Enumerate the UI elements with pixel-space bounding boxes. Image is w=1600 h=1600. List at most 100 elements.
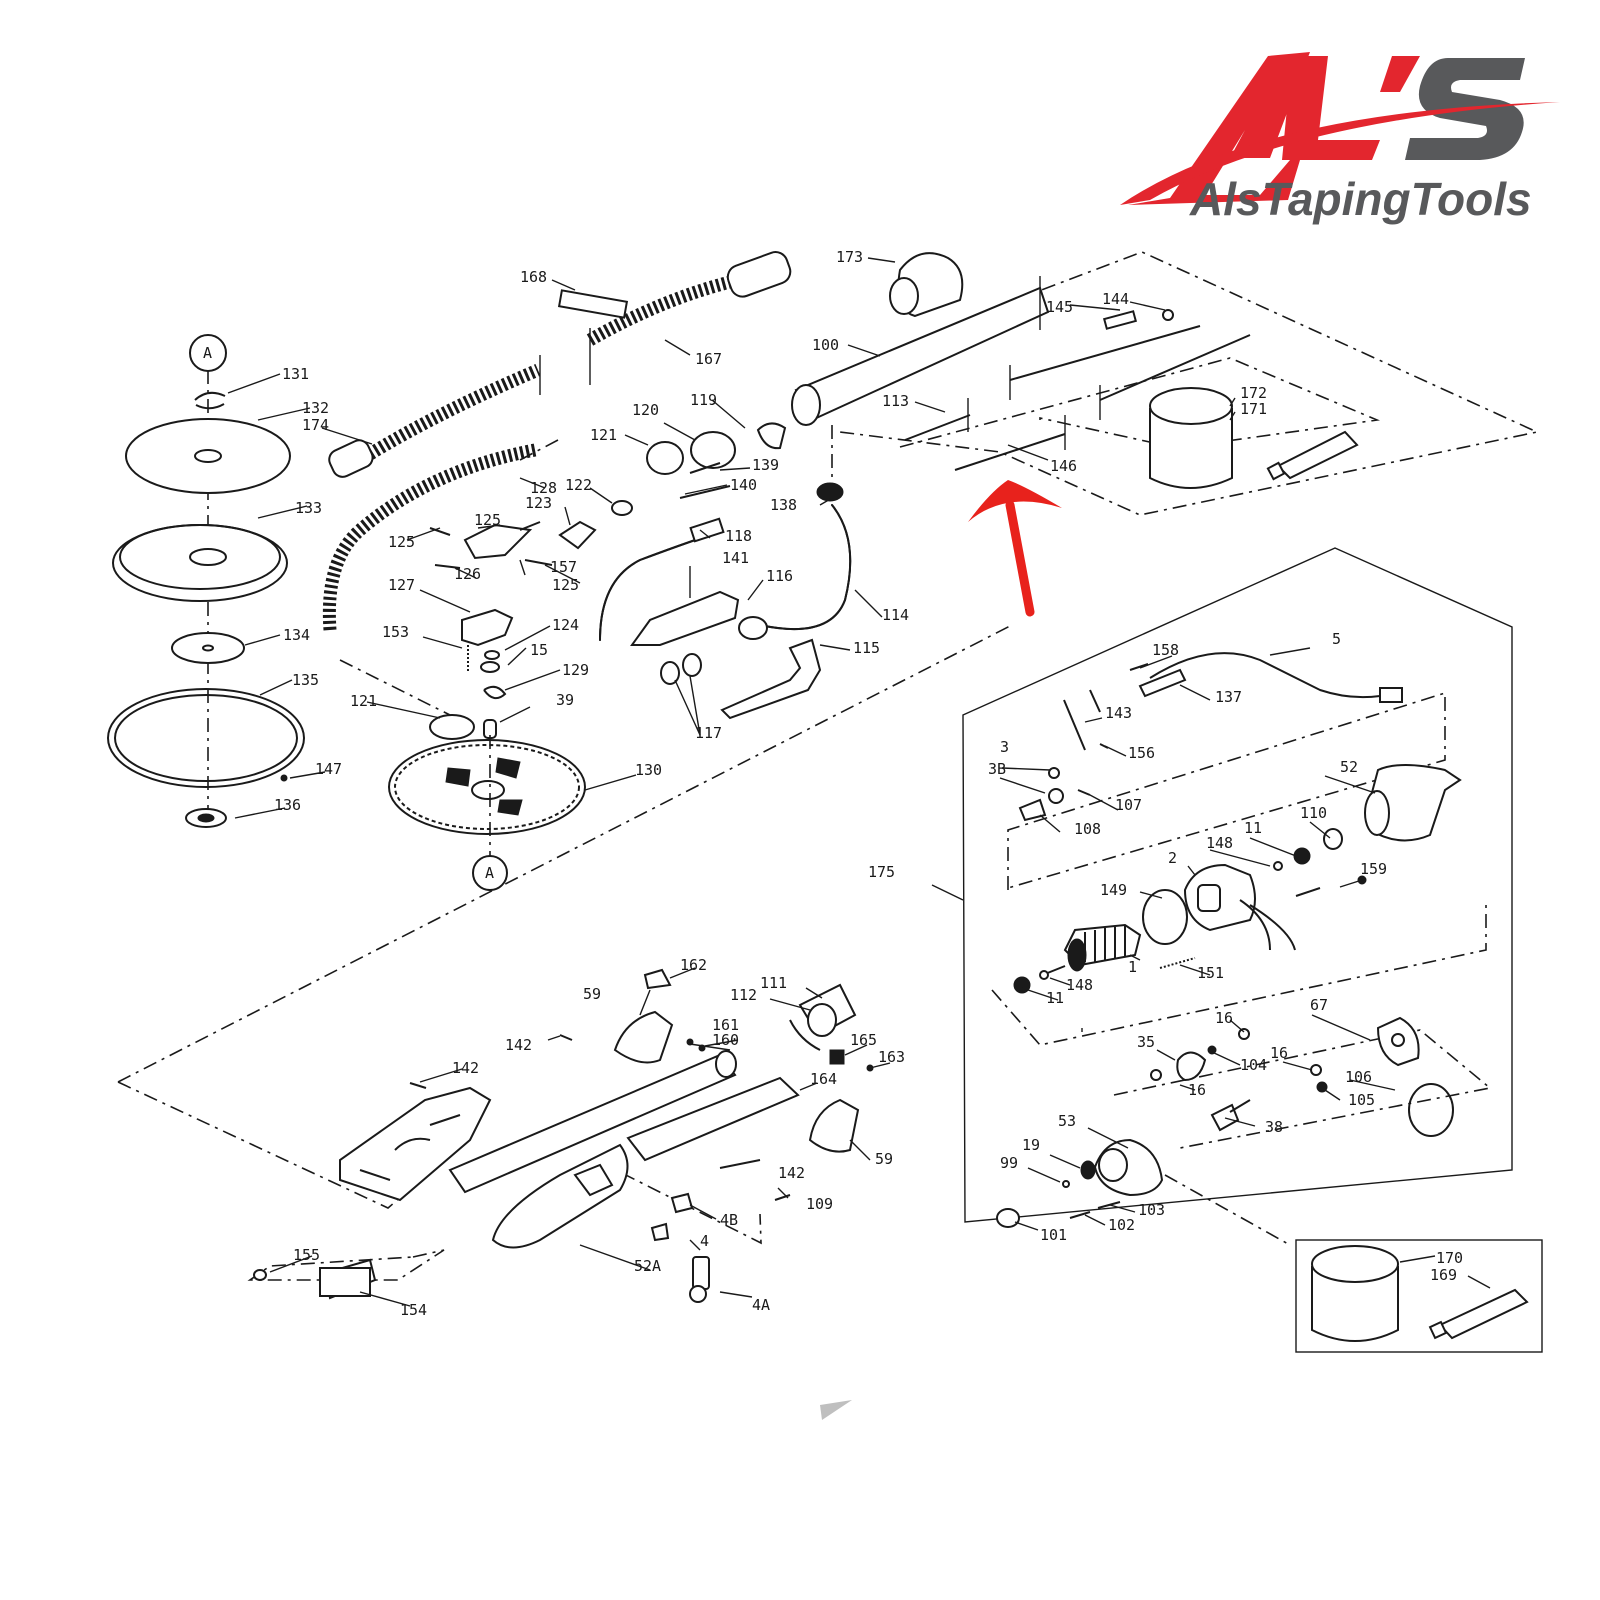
label-19: 19 [1022,1136,1040,1154]
logo-apostrophe [1380,56,1420,92]
washer-hole-134 [202,644,214,652]
plate-130-hub [471,780,505,800]
tube-parts [791,252,1359,489]
label-127: 127 [388,576,415,594]
label-124: 124 [552,616,579,634]
logo-wordmark: AlsTapingTools [1189,173,1532,225]
label-129: 129 [562,661,589,679]
handle-assembly-outline-bottom [117,1081,445,1209]
label-4b: 4B [720,1211,738,1229]
coupler-120 [690,431,736,469]
sanding-head-stack [107,334,305,828]
pin-139 [689,462,721,474]
gear-parts [996,1016,1454,1228]
lever-115 [720,638,822,720]
gear-housing-67 [1376,1016,1420,1067]
label-67: 67 [1310,996,1328,1014]
hose-167-cuff [726,251,792,298]
brush-ring-135 [107,688,305,788]
holder-3b [1048,788,1064,804]
brush-kit-box [1295,1239,1543,1353]
hoses [322,251,792,631]
bushing-138 [816,482,844,502]
label-142-mid: 142 [452,1059,479,1077]
handle-tube [448,1053,737,1194]
label-143: 143 [1105,704,1132,722]
label-131: 131 [282,365,309,383]
wire-143 [1063,699,1086,751]
washer-134 [171,632,245,664]
label-142-top: 142 [505,1036,532,1054]
gear-67-hole [1391,1033,1405,1047]
label-162: 162 [680,956,707,974]
pin-125a [429,527,451,536]
label-39: 39 [556,691,574,709]
label-52: 52 [1340,758,1358,776]
label-103: 103 [1138,1201,1165,1219]
washer-148b [1039,970,1049,980]
pin-140 [679,485,731,499]
handle-half-52-detail [359,1114,461,1181]
screw-158 [1129,663,1149,671]
label-1: 1 [1128,958,1137,976]
label-148-top: 148 [1206,834,1233,852]
grease-tube-171 [1276,430,1359,480]
shaft-38-tip [1229,1099,1251,1113]
label-164: 164 [810,1070,837,1088]
label-159: 159 [1360,860,1387,878]
pad-inner-133 [119,524,281,590]
retaining-ring-131 [194,391,226,410]
sanding-disc-132 [125,418,291,494]
label-110: 110 [1300,804,1327,822]
label-15: 15 [530,641,548,659]
holder-108 [1018,798,1047,822]
handle-half-52 [339,1086,492,1202]
label-121-top: 121 [590,426,617,444]
label-128: 128 [530,479,557,497]
label-174: 174 [302,416,329,434]
collar-121b [429,714,475,740]
label-138: 138 [770,496,797,514]
screw-3 [1048,767,1060,779]
housing-52 [1369,764,1462,842]
label-145: 145 [1046,298,1073,316]
label-100: 100 [812,336,839,354]
brush-kit-parts [1311,1245,1529,1342]
label-155: 155 [293,1246,320,1264]
logo-a-shape [1128,52,1310,205]
clip-112 [789,1019,821,1051]
label-104: 104 [1240,1056,1267,1074]
armature-1-fan [1067,938,1087,972]
assembly-outlines [117,251,1540,1281]
label-53: 53 [1058,1112,1076,1130]
bracket-59a [613,1010,674,1064]
cord-parts [1018,652,1403,822]
screw-160 [686,1038,694,1046]
cable-146-left [954,433,1066,471]
screw-102 [1069,1211,1091,1219]
sleeve-170-top [1311,1245,1399,1283]
seal-149 [1142,889,1188,945]
gear-case-53-bore [1098,1148,1128,1182]
label-126: 126 [454,565,481,583]
switch-link-outline [595,1159,762,1245]
grease-cap-169 [1428,1320,1448,1340]
handle-assembly-outline-top [117,624,1013,1083]
arrow-head [968,480,1062,522]
fitting-118 [689,517,725,543]
clip-119 [756,422,787,450]
washer-99 [1062,1180,1070,1188]
label-134: 134 [283,626,310,644]
label-147: 147 [315,760,342,778]
tube-inner-outline [899,357,1380,449]
label-102: 102 [1108,1216,1135,1234]
hose-167-coil [586,275,732,346]
gear-outline [1113,1029,1492,1149]
pipe-114-inner [759,504,852,631]
highlight-arrow [968,480,1062,617]
label-106: 106 [1345,1068,1372,1086]
label-154: 154 [400,1301,427,1319]
cord-protector-137 [1138,668,1187,698]
washer-124 [484,650,500,660]
label-99: 99 [1000,1154,1018,1172]
